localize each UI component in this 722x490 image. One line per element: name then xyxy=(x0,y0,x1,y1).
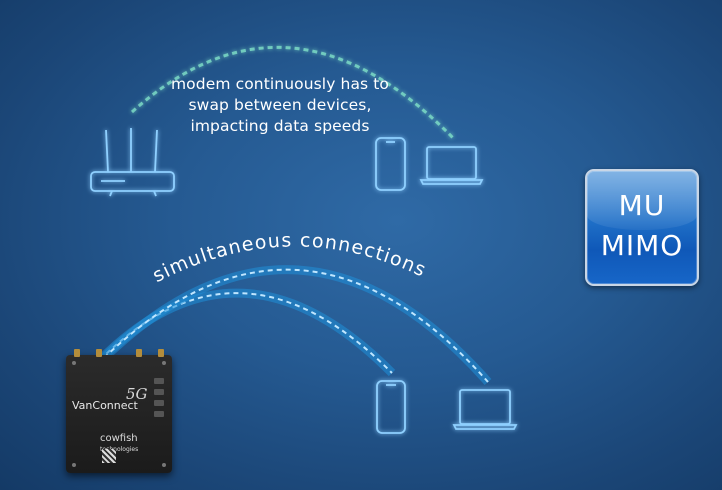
screw xyxy=(72,463,76,467)
simultaneous-connections-label: simultaneous connections xyxy=(149,229,430,287)
device-5g-badge: 5G xyxy=(126,385,148,403)
caption-text: modem continuously has to swap between d… xyxy=(150,74,410,137)
screw xyxy=(162,361,166,365)
top-connection-arc xyxy=(130,46,457,142)
arc-to-laptop-dashes xyxy=(103,268,489,383)
device-ports xyxy=(148,375,168,435)
badge-gloss xyxy=(587,171,697,230)
wifi-router-icon xyxy=(90,128,175,197)
device-brand-label: VanConnect xyxy=(72,399,138,412)
antenna-connector xyxy=(136,349,142,357)
caption-line-2: swap between devices, xyxy=(188,96,372,114)
caption-line-1: modem continuously has to xyxy=(170,75,390,93)
screw xyxy=(162,463,166,467)
maker-name: cowfish xyxy=(100,433,138,444)
smartphone-icon xyxy=(376,380,406,434)
antenna-connector xyxy=(158,349,164,357)
screw xyxy=(72,361,76,365)
vanconnect-router-device: VanConnect 5G cowfish technologies xyxy=(66,349,172,473)
caption-line-3: impacting data speeds xyxy=(190,117,370,135)
antenna-connector xyxy=(96,349,102,357)
mu-mimo-badge: MU MIMO xyxy=(585,169,699,286)
qr-code-icon xyxy=(102,449,116,463)
mu-mimo-line-2: MIMO xyxy=(600,229,684,262)
maker-subtitle: technologies xyxy=(100,446,139,453)
antenna-connector xyxy=(74,349,80,357)
smartphone-icon xyxy=(375,137,406,191)
device-maker-label: cowfish technologies xyxy=(100,433,138,453)
laptop-icon xyxy=(419,146,484,185)
mu-mimo-line-1: MU xyxy=(618,189,666,222)
laptop-icon xyxy=(452,389,518,430)
